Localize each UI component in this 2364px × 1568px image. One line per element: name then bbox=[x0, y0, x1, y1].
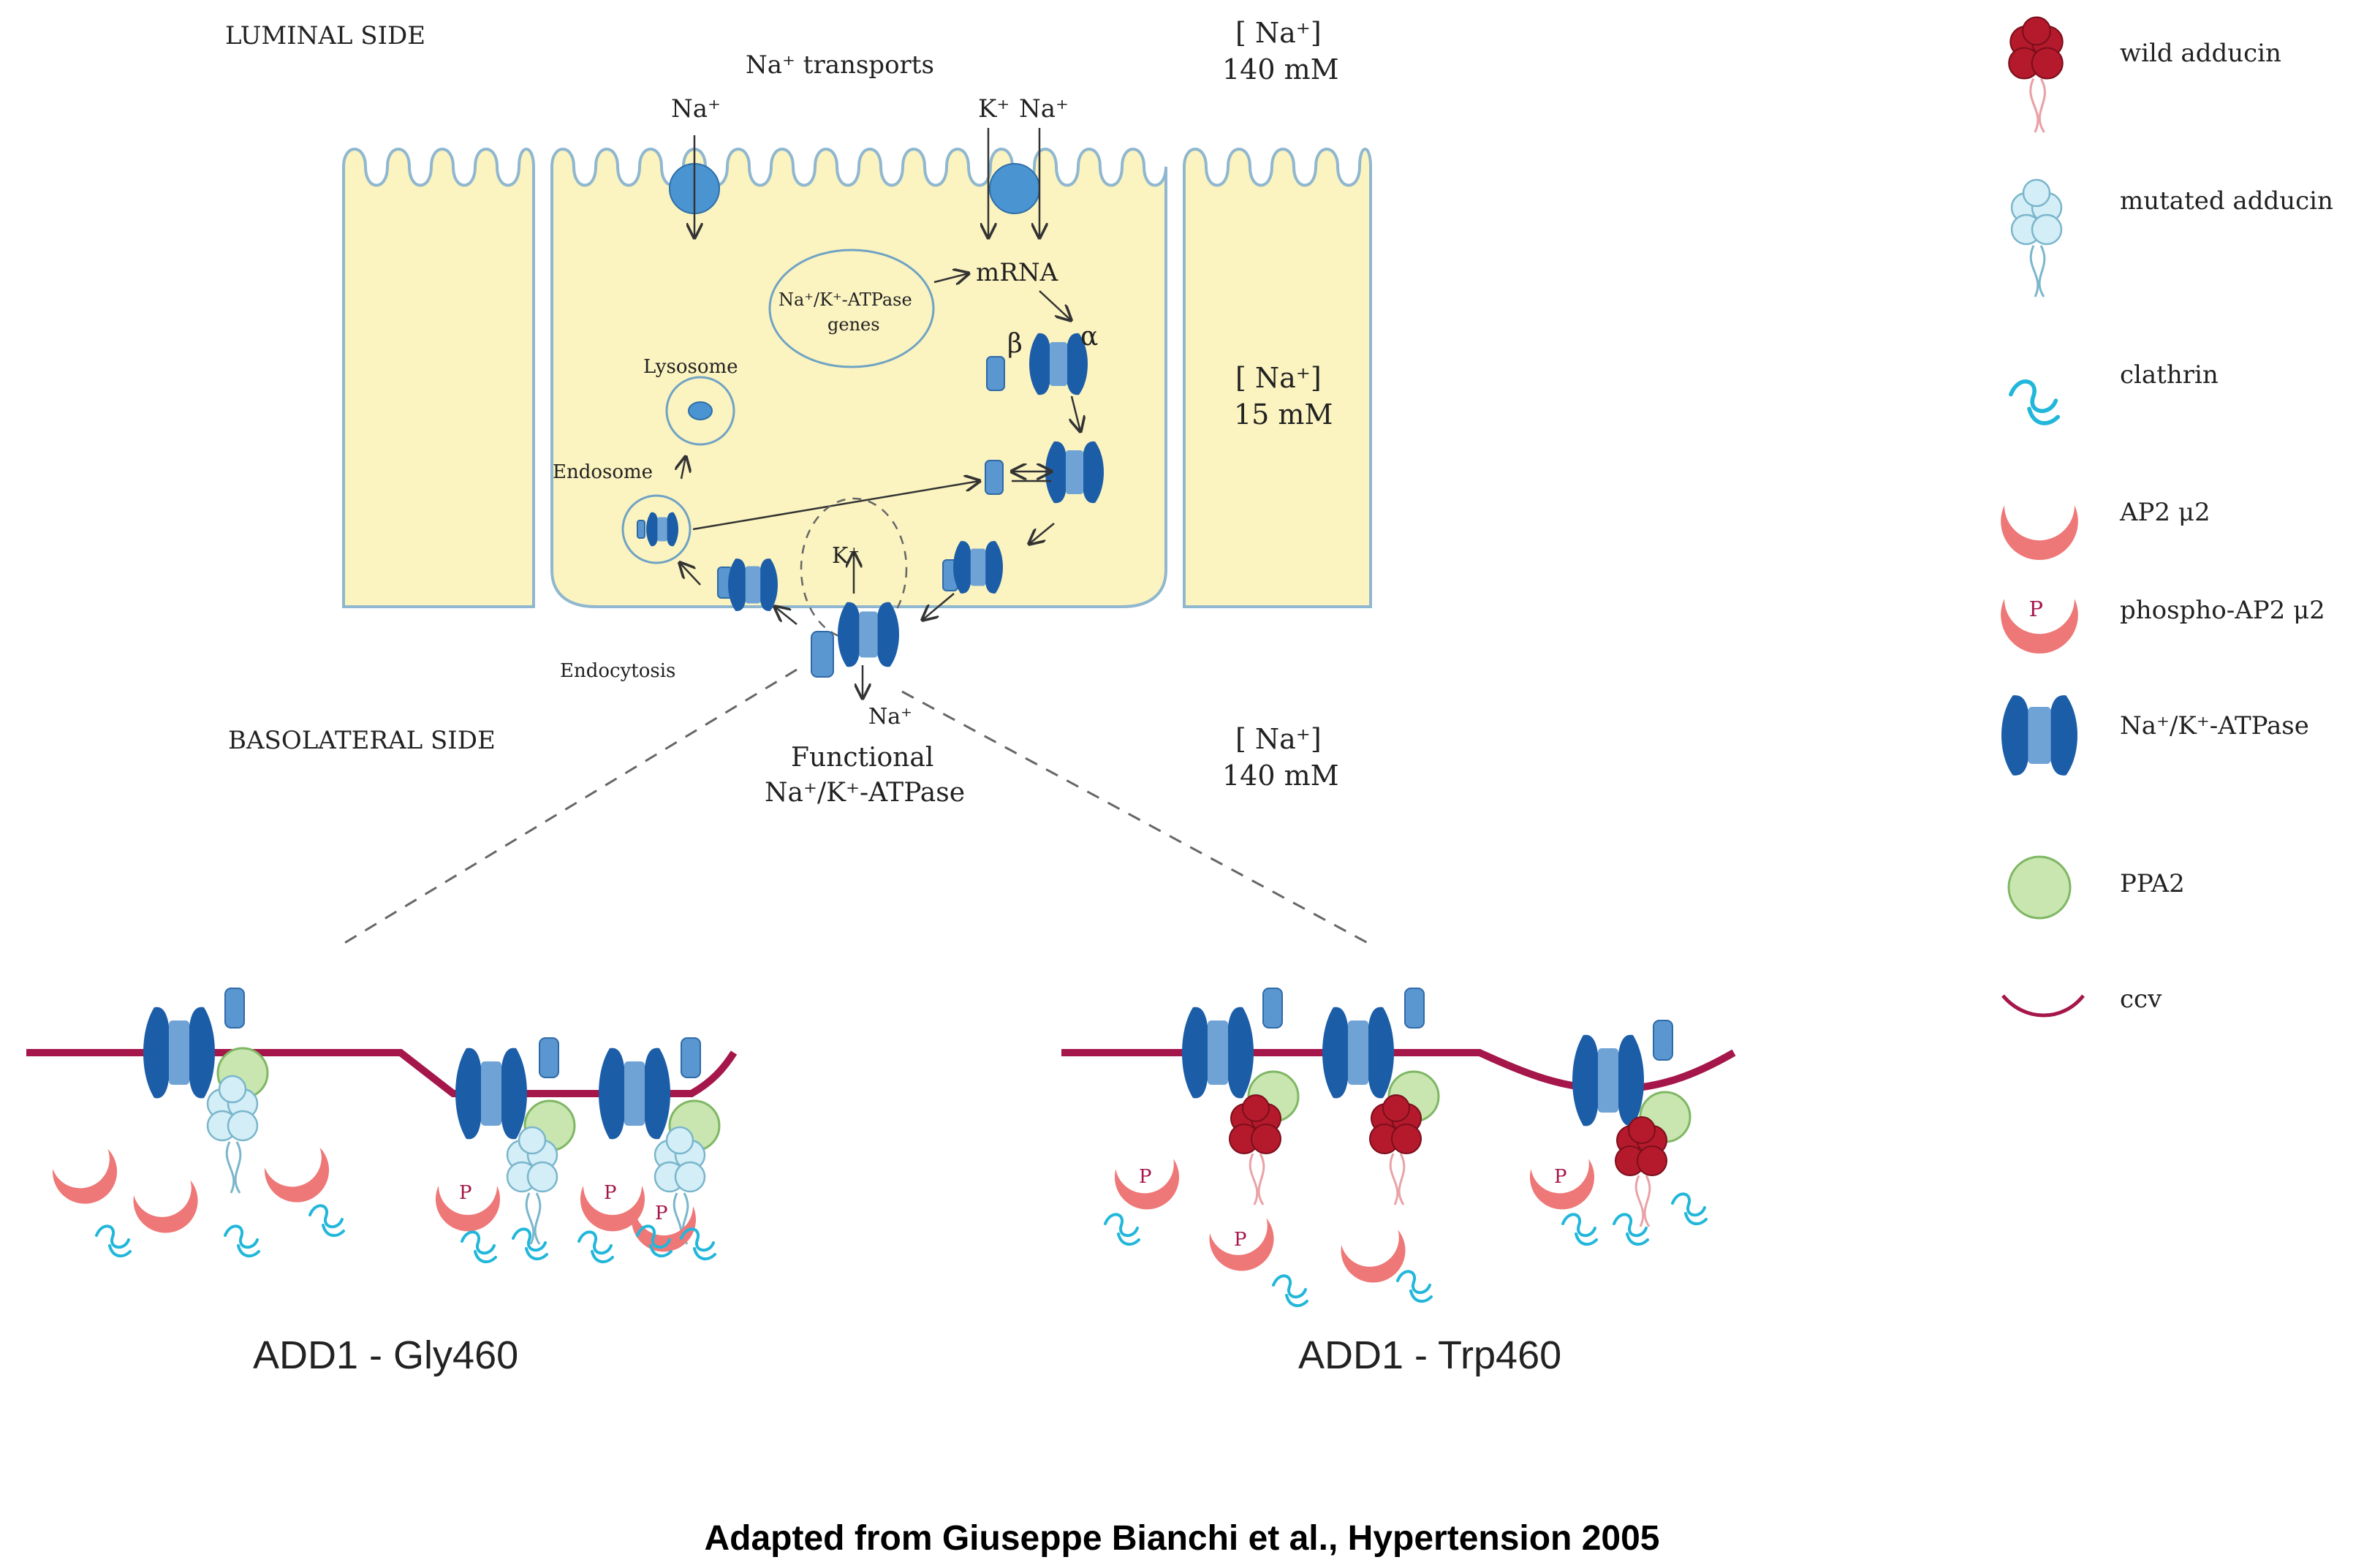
baso-conc-value: 140 mM bbox=[1222, 760, 1339, 792]
wild-adducin-right-3 bbox=[1614, 1116, 1668, 1228]
ppa2-icon bbox=[2007, 855, 2072, 920]
legend-label: AP2 μ2 bbox=[2119, 498, 2210, 527]
panel-trp460: P P P ADD1 - Trp460 bbox=[1061, 988, 1736, 1377]
phospho-mark: P bbox=[655, 1202, 668, 1224]
k-top-label: K⁺ bbox=[978, 94, 1009, 124]
na-top-right-label: Na⁺ bbox=[1019, 94, 1069, 124]
legend-label: mutated adducin bbox=[2120, 186, 2333, 216]
phospho-mark: P bbox=[1234, 1229, 1247, 1251]
legend: wild adducin mutated adducin clathrin AP… bbox=[2001, 15, 2333, 1018]
endosome bbox=[621, 494, 692, 564]
functional-label-2: Na⁺/K⁺-ATPase bbox=[765, 778, 965, 808]
phospho-ap2-mu2-icon: P bbox=[2001, 596, 2078, 654]
recycling-arrow bbox=[692, 481, 980, 531]
na-k-atpase-icon bbox=[2001, 695, 2077, 776]
ccv-icon bbox=[2001, 994, 2085, 1018]
trafficking-pump bbox=[953, 541, 1003, 594]
trafficking-arrow bbox=[1029, 523, 1055, 544]
citation: Adapted from Giuseppe Bianchi et al., Hy… bbox=[705, 1519, 1660, 1558]
basolateral-beta bbox=[811, 631, 834, 678]
na-bottom-label: Na⁺ bbox=[868, 704, 912, 730]
wild-adducin-icon bbox=[2007, 15, 2064, 134]
right-cell bbox=[1183, 148, 1372, 608]
wild-adducin-right-1 bbox=[1228, 1094, 1282, 1206]
membrane-left bbox=[26, 1049, 738, 1097]
legend-label: PPA2 bbox=[2120, 869, 2185, 898]
legend-label: Na⁺/K⁺-ATPase bbox=[2120, 711, 2309, 741]
legend-label: wild adducin bbox=[2120, 39, 2281, 68]
k-inner-label: K⁺ bbox=[832, 543, 860, 569]
cell-conc-value: 15 mM bbox=[1234, 398, 1333, 431]
genes-label-1: Na⁺/K⁺-ATPase bbox=[778, 289, 912, 310]
lumen-conc-label: [ Na⁺] bbox=[1235, 17, 1322, 49]
functional-label-1: Functional bbox=[791, 743, 933, 773]
luminal-side-label: LUMINAL SIDE bbox=[225, 21, 425, 50]
basolateral-side-label: BASOLATERAL SIDE bbox=[228, 726, 496, 755]
wild-adducin-right-2 bbox=[1368, 1094, 1422, 1206]
assembled-beta bbox=[985, 460, 1004, 495]
panel-left-title: ADD1 - Gly460 bbox=[253, 1333, 518, 1377]
epithelium bbox=[342, 148, 1372, 608]
nucleus bbox=[768, 249, 935, 368]
alpha-subunit bbox=[1029, 333, 1088, 395]
pump-left-2 bbox=[455, 1048, 527, 1140]
zoom-line-left bbox=[341, 668, 798, 946]
apical-k-na-cotransporter bbox=[988, 128, 1039, 238]
mutated-adducin-left-3 bbox=[653, 1126, 706, 1246]
translation-arrow bbox=[1039, 290, 1071, 320]
left-cell bbox=[342, 148, 535, 608]
endocytosed-pump bbox=[728, 558, 778, 611]
legend-label: clathrin bbox=[2120, 360, 2219, 390]
pump-right-1 bbox=[1182, 1007, 1254, 1099]
pump-left-1 bbox=[143, 1007, 215, 1099]
legend-label: ccv bbox=[2120, 985, 2162, 1014]
assembly-arrow bbox=[1072, 395, 1080, 431]
pump-right-2 bbox=[1322, 1007, 1394, 1099]
alpha-label: α bbox=[1080, 322, 1098, 352]
apical-na-channel bbox=[669, 135, 720, 238]
pump-right-3 bbox=[1572, 1034, 1644, 1126]
mutated-adducin-icon bbox=[2010, 178, 2063, 298]
legend-label: phospho-AP2 μ2 bbox=[2120, 596, 2325, 625]
functional-pump bbox=[838, 602, 899, 667]
phospho-mark: P bbox=[1139, 1166, 1152, 1188]
phospho-mark: P bbox=[604, 1182, 617, 1204]
baso-conc-label: [ Na⁺] bbox=[1235, 723, 1322, 755]
panel-gly460: P P P ADD1 - Gly460 bbox=[26, 988, 738, 1377]
pump-left-3 bbox=[599, 1048, 670, 1140]
ap2-mu2-icon bbox=[2001, 505, 2078, 560]
genes-label-2: genes bbox=[827, 314, 880, 335]
na-transports-label: Na⁺ transports bbox=[746, 50, 934, 80]
endosome-label: Endosome bbox=[553, 461, 653, 483]
lysosome bbox=[665, 376, 735, 446]
zoom-line-right bbox=[901, 690, 1371, 946]
cell-conc-label: [ Na⁺] bbox=[1235, 362, 1322, 394]
beta-label: β bbox=[1007, 329, 1023, 359]
transcription-arrow bbox=[933, 273, 969, 282]
lysosome-label: Lysosome bbox=[643, 356, 738, 378]
panel-right-title: ADD1 - Trp460 bbox=[1298, 1333, 1561, 1377]
phospho-mark: P bbox=[1554, 1166, 1567, 1188]
phospho-mark: P bbox=[459, 1182, 472, 1204]
clathrin-icon bbox=[2011, 382, 2058, 423]
endocytosis-label: Endocytosis bbox=[560, 660, 675, 682]
beta-subunit bbox=[986, 356, 1005, 391]
mutated-adducin-left-2 bbox=[506, 1126, 558, 1246]
mrna-label: mRNA bbox=[976, 258, 1058, 287]
central-cell bbox=[550, 148, 1167, 608]
assembled-pump bbox=[1045, 441, 1104, 504]
phospho-mark: P bbox=[2029, 596, 2043, 621]
na-top-left-label: Na⁺ bbox=[671, 94, 721, 124]
lumen-conc-value: 140 mM bbox=[1222, 53, 1339, 86]
mutated-adducin-left-1 bbox=[206, 1075, 259, 1194]
